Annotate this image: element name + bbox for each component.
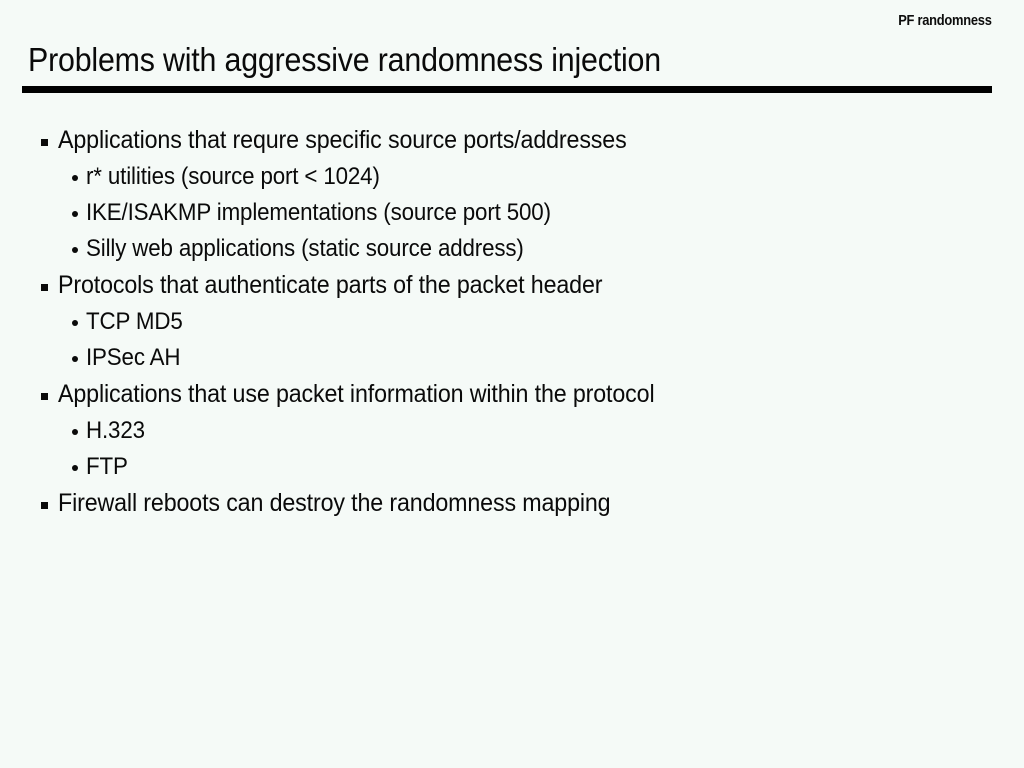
round-bullet-icon (72, 429, 78, 435)
bullet-text: Applications that use packet information… (58, 380, 655, 408)
slide-body: Applications that requre specific source… (0, 122, 1024, 522)
bullet-item-level-2: IPSec AH (0, 340, 1024, 376)
bullet-item-level-1: Firewall reboots can destroy the randomn… (0, 485, 1024, 522)
bullet-item-level-1: Applications that requre specific source… (0, 122, 1024, 159)
round-bullet-icon (72, 247, 78, 253)
bullet-item-level-2: r* utilities (source port < 1024) (0, 159, 1024, 195)
bullet-item-level-2: H.323 (0, 413, 1024, 449)
bullet-item-level-2: TCP MD5 (0, 304, 1024, 340)
bullet-text: IPSec AH (86, 344, 181, 371)
square-bullet-icon (41, 284, 48, 291)
square-bullet-icon (41, 139, 48, 146)
title-divider (22, 86, 992, 93)
bullet-text: Applications that requre specific source… (58, 126, 627, 154)
round-bullet-icon (72, 175, 78, 181)
bullet-text: Protocols that authenticate parts of the… (58, 271, 603, 299)
bullet-item-level-1: Protocols that authenticate parts of the… (0, 267, 1024, 304)
round-bullet-icon (72, 211, 78, 217)
round-bullet-icon (72, 320, 78, 326)
running-head: PF randomness (898, 12, 993, 29)
bullet-text: Silly web applications (static source ad… (86, 235, 524, 262)
bullet-text: H.323 (86, 417, 145, 444)
bullet-item-level-2: Silly web applications (static source ad… (0, 231, 1024, 267)
bullet-text: Firewall reboots can destroy the randomn… (58, 489, 611, 517)
round-bullet-icon (72, 465, 78, 471)
bullet-item-level-1: Applications that use packet information… (0, 376, 1024, 413)
square-bullet-icon (41, 393, 48, 400)
bullet-text: IKE/ISAKMP implementations (source port … (86, 199, 551, 226)
square-bullet-icon (41, 502, 48, 509)
bullet-text: FTP (86, 453, 128, 480)
bullet-item-level-2: FTP (0, 449, 1024, 485)
page-title: Problems with aggressive randomness inje… (28, 41, 661, 78)
bullet-item-level-2: IKE/ISAKMP implementations (source port … (0, 195, 1024, 231)
bullet-text: TCP MD5 (86, 308, 183, 335)
round-bullet-icon (72, 356, 78, 362)
bullet-text: r* utilities (source port < 1024) (86, 163, 380, 190)
